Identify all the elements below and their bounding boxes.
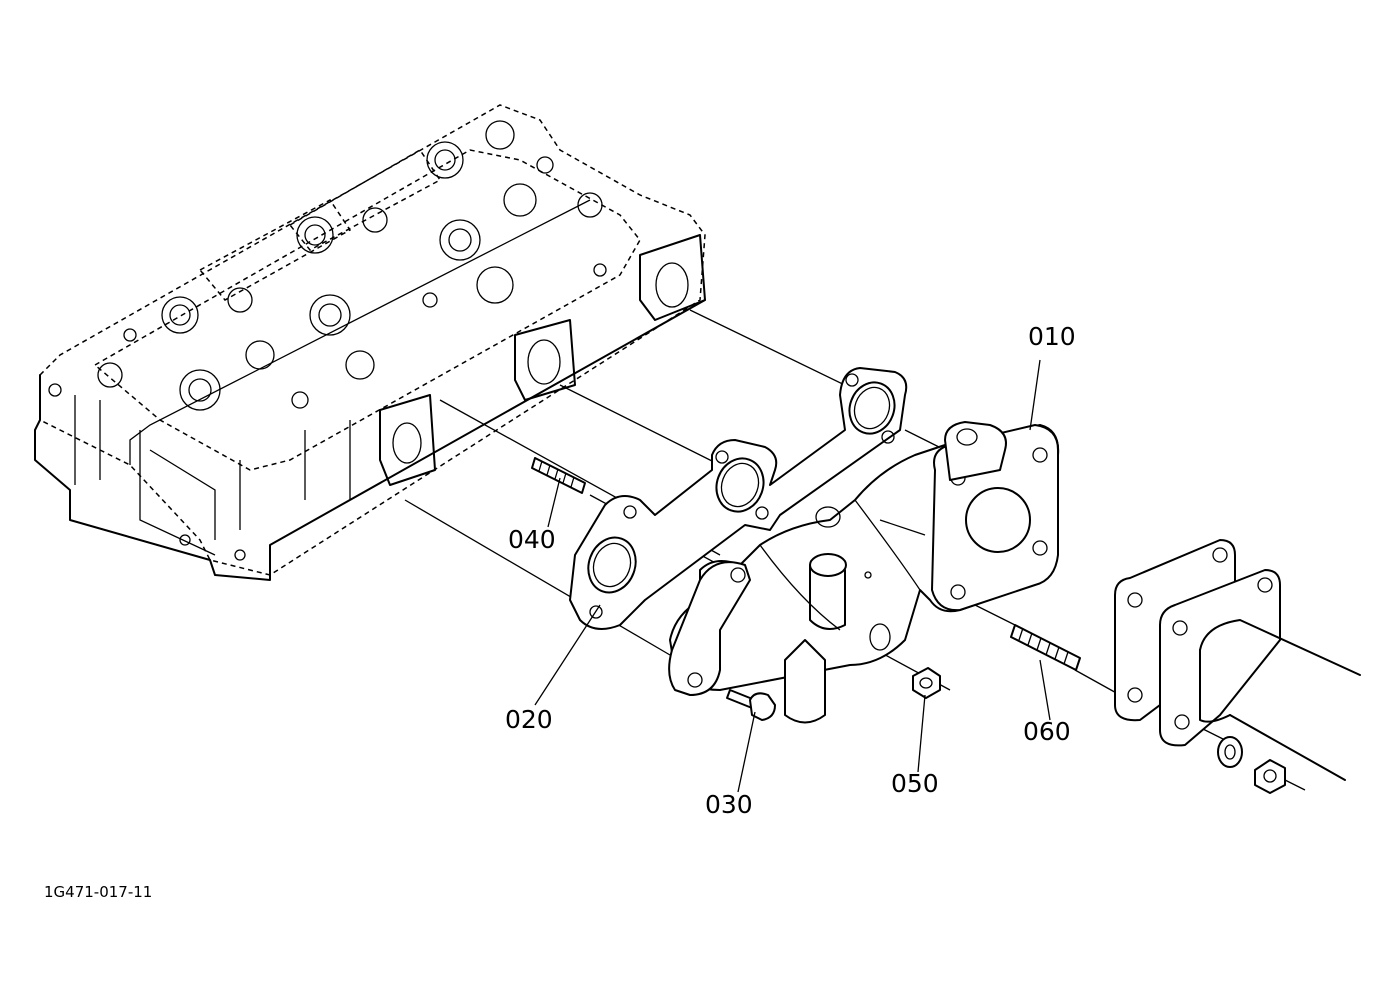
callout-030: 030 (705, 790, 753, 819)
callout-050: 050 (891, 769, 939, 798)
part-040-stud (531, 457, 586, 494)
callout-010: 010 (1028, 322, 1076, 351)
part-060-stud (1010, 624, 1081, 671)
part-030-bolt (726, 689, 776, 721)
leader-lines (534, 359, 1051, 793)
head-ports (97, 120, 607, 411)
part-010-exhaust-manifold (668, 421, 1060, 724)
callout-060: 060 (1023, 717, 1071, 746)
callout-labels: 010 020 030 040 050 060 (505, 322, 1076, 819)
callout-020: 020 (505, 705, 553, 734)
exhaust-pipe-assembly (1114, 539, 1361, 794)
callout-040: 040 (508, 525, 556, 554)
part-020-gasket (569, 367, 908, 630)
figure-number: 1G471-017-11 (44, 883, 152, 901)
part-050-nut (912, 667, 941, 699)
cylinder-head (34, 104, 706, 581)
